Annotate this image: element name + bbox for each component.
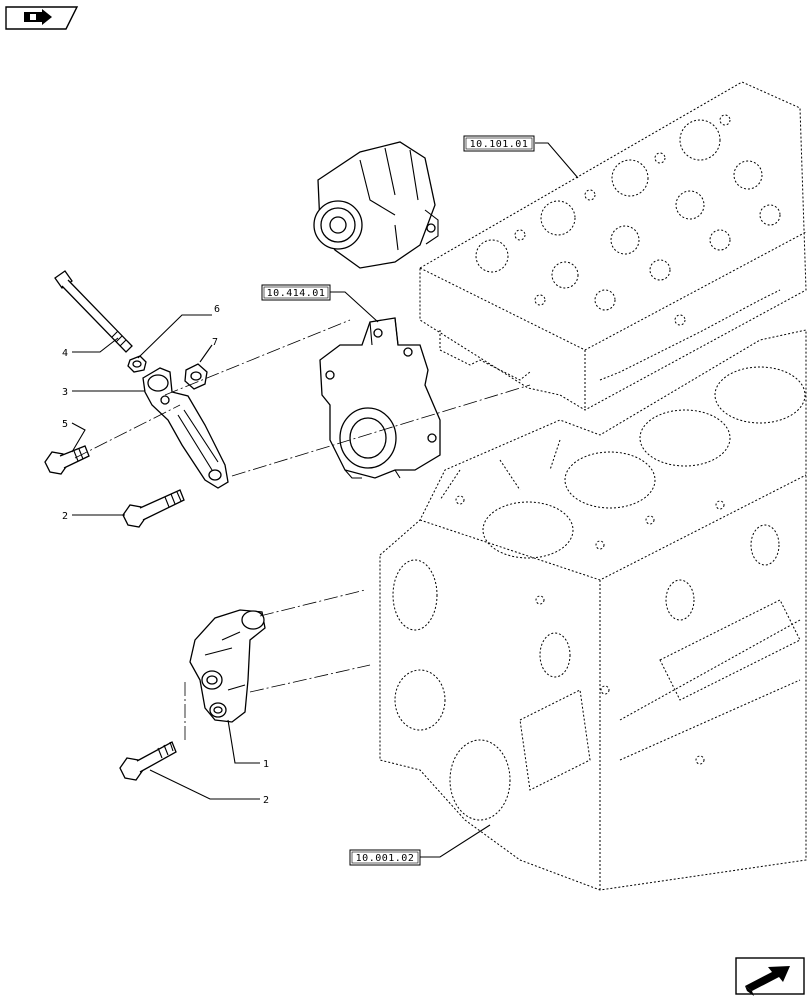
next-page-arrow-icon[interactable] — [735, 957, 805, 996]
callout-leaders — [71, 142, 579, 858]
long-bolt-part — [54, 270, 133, 353]
callout-4: 4 — [62, 348, 68, 359]
engine-block-drawing — [379, 329, 807, 891]
tensioner-bracket-part — [189, 609, 266, 723]
view-orientation-icon[interactable] — [5, 6, 79, 30]
water-pump-drawing — [319, 317, 441, 479]
bolt-part-5 — [44, 445, 90, 475]
adjusting-bracket-part — [142, 367, 229, 489]
callout-1: 1 — [263, 759, 269, 770]
callout-numbers: 4 6 7 3 5 2 1 2 — [62, 304, 269, 806]
callout-5: 5 — [62, 419, 68, 430]
bolt-part-2-lower — [119, 741, 177, 781]
ref-box-water-pump[interactable]: 10.414.01 — [261, 284, 331, 301]
alternator-drawing — [313, 141, 439, 269]
ref-label-engine-block: 10.001.02 — [356, 853, 415, 864]
callout-6: 6 — [214, 304, 220, 315]
ref-label-water-pump: 10.414.01 — [267, 288, 326, 299]
callout-7: 7 — [212, 337, 218, 348]
ref-label-cylinder-head: 10.101.01 — [470, 139, 529, 150]
cylinder-head-drawing — [419, 81, 807, 411]
ref-box-cylinder-head[interactable]: 10.101.01 — [463, 135, 535, 152]
nut-part-7 — [184, 363, 208, 390]
bolt-part-2-upper — [122, 489, 185, 528]
nut-part-6 — [127, 355, 147, 373]
ref-box-engine-block[interactable]: 10.001.02 — [349, 849, 421, 866]
callout-2-lower: 2 — [263, 795, 269, 806]
callout-2-upper: 2 — [62, 511, 68, 522]
callout-3: 3 — [62, 387, 68, 398]
assembly-axis-lines — [74, 319, 531, 740]
